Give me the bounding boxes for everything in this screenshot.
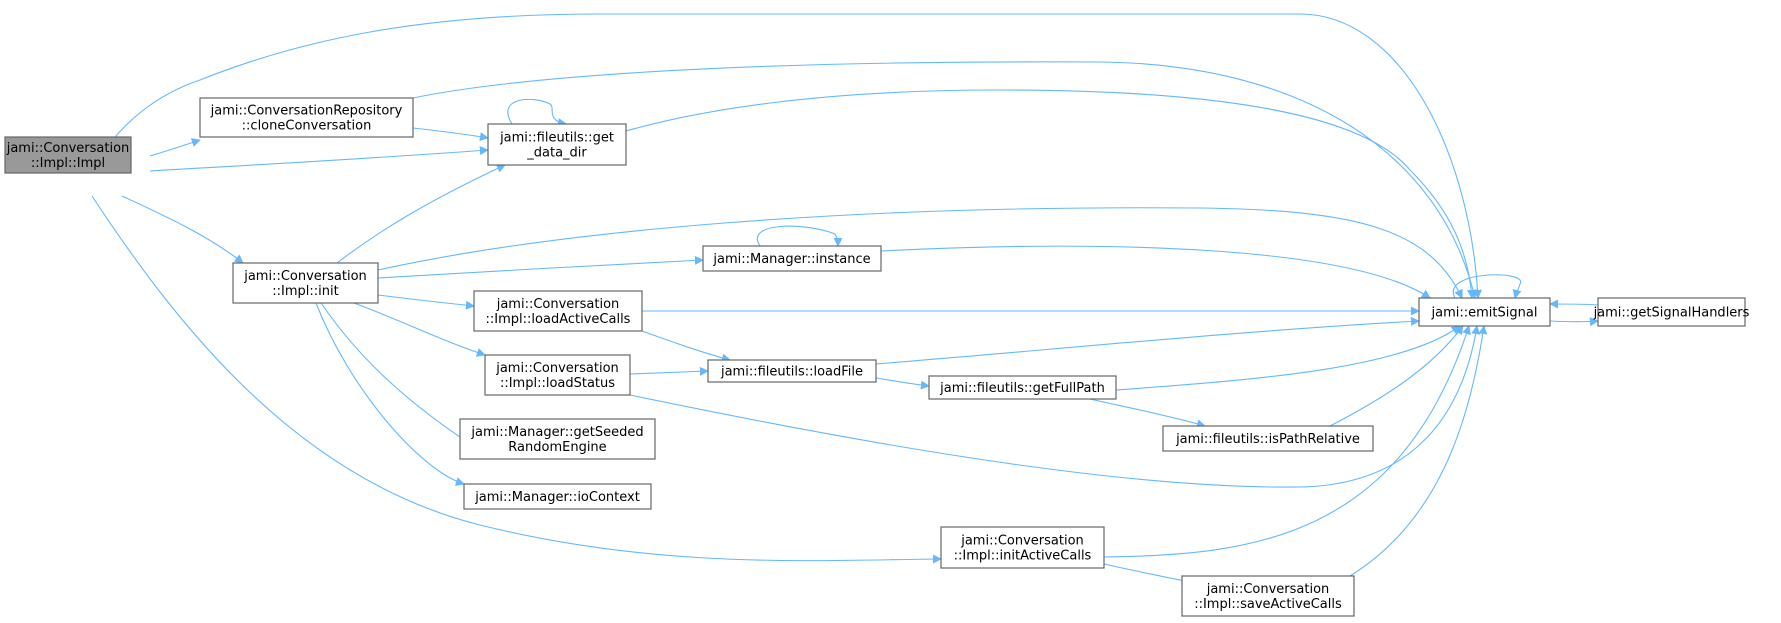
node-box (1418, 297, 1551, 327)
node-label-line: ::Impl::init (272, 284, 338, 299)
node-box (487, 123, 627, 166)
edge-emitSignal-to-getSignalHandlers (1549, 317, 1599, 327)
edge-init-to-loadStatus (353, 302, 486, 357)
edge-get_data_dir-to-emitSignal (625, 89, 1476, 299)
node-label-line: jami::ConversationRepository (210, 104, 403, 119)
node-label-line: jami::Conversation (6, 141, 130, 156)
node-label-line: jami::getSignalHandlers (1593, 306, 1750, 321)
node-box (1162, 425, 1374, 452)
node-label-line: jami::fileutils::loadFile (720, 365, 863, 380)
edge-cloneConversation-to-emitSignal (412, 61, 1478, 299)
edge-getFullPath-to-isPathRelative (1089, 398, 1206, 429)
edge-initActiveCalls-to-emitSignal (1103, 325, 1471, 558)
node-label-line: RandomEngine (508, 440, 606, 455)
edge-impl-to-emitSignal (99, 13, 1483, 299)
node-box (702, 245, 882, 272)
node-label-line: jami::Conversation (496, 297, 620, 312)
edge-initActiveCalls-to-saveActiveCalls (1103, 563, 1191, 585)
edge-get_data_dir-to-get_data_dir (507, 98, 567, 127)
node-box (4, 136, 132, 174)
node-label-line: ::Impl::initActiveCalls (954, 549, 1092, 564)
node-box (459, 418, 656, 460)
node-label-line: ::Impl::loadStatus (500, 376, 615, 391)
node-label-line: jami::Conversation (495, 361, 619, 376)
node-get_data_dir[interactable]: jami::fileutils::get_data_dir (487, 123, 627, 166)
node-loadStatus[interactable]: jami::Conversation::Impl::loadStatus (484, 354, 631, 396)
node-loadFile[interactable]: jami::fileutils::loadFile (707, 359, 877, 383)
node-box (473, 290, 643, 332)
node-box (928, 375, 1117, 400)
edge-loadActiveCalls-to-loadFile (641, 330, 731, 363)
edge-init-to-get_data_dir (336, 164, 506, 264)
node-label-line: jami::Manager::instance (712, 252, 870, 267)
edge-impl-to-get_data_dir (149, 146, 489, 172)
node-label-line: jami::Conversation (1206, 582, 1330, 597)
edge-init-to-instance (377, 255, 704, 279)
node-impl[interactable]: jami::Conversation::Impl::Impl (4, 136, 132, 174)
node-getSignalHandlers[interactable]: jami::getSignalHandlers (1593, 297, 1750, 327)
node-box (463, 483, 652, 510)
edge-init-to-emitSignal (377, 207, 1463, 299)
node-label-line: _data_dir (526, 146, 587, 161)
edge-init-to-ioContext (315, 302, 465, 486)
node-getFullPath[interactable]: jami::fileutils::getFullPath (928, 375, 1117, 400)
node-label-line: jami::Manager::getSeeded (470, 425, 643, 440)
edge-instance-to-instance (756, 225, 843, 247)
edge-getSignalHandlers-to-emitSignal (1549, 299, 1599, 309)
node-emitSignal[interactable]: jami::emitSignal (1418, 297, 1551, 327)
edge-init-to-getSeededRandomEngine (320, 302, 479, 450)
edge-instance-to-emitSignal (880, 245, 1431, 299)
edge-saveActiveCalls-to-emitSignal (1349, 325, 1488, 577)
edge-impl-to-initActiveCalls (91, 195, 942, 564)
node-cloneConversation[interactable]: jami::ConversationRepository::cloneConve… (199, 97, 414, 138)
node-box (1597, 297, 1746, 327)
node-saveActiveCalls[interactable]: jami::Conversation::Impl::saveActiveCall… (1181, 575, 1355, 617)
node-label-line: jami::Manager::ioContext (474, 490, 640, 505)
node-label-line: ::Impl::loadActiveCalls (486, 312, 631, 327)
edge-getFullPath-to-emitSignal (1115, 325, 1461, 391)
node-label-line: ::Impl::Impl (31, 156, 105, 171)
node-label-line: jami::emitSignal (1431, 306, 1538, 321)
node-isPathRelative[interactable]: jami::fileutils::isPathRelative (1162, 425, 1374, 452)
node-label-line: jami::Conversation (960, 534, 1084, 549)
edge-layer (91, 13, 1599, 585)
node-label-line: jami::Conversation (243, 269, 367, 284)
node-label-line: ::cloneConversation (242, 119, 372, 134)
edge-isPathRelative-to-emitSignal (1329, 325, 1464, 427)
node-box (707, 359, 877, 383)
edge-impl-to-cloneConversation (149, 138, 201, 157)
edge-impl-to-init (121, 195, 244, 264)
node-box (232, 262, 379, 304)
node-initActiveCalls[interactable]: jami::Conversation::Impl::initActiveCall… (940, 526, 1105, 569)
node-init[interactable]: jami::Conversation::Impl::init (232, 262, 379, 304)
edge-cloneConversation-to-get_data_dir (412, 127, 489, 142)
node-label-line: jami::fileutils::getFullPath (939, 381, 1105, 396)
edge-loadStatus-to-emitSignal (629, 325, 1481, 488)
edge-init-to-loadActiveCalls (377, 294, 475, 310)
edge-emitSignal-to-emitSignal (1452, 274, 1522, 299)
edge-loadStatus-to-loadFile (629, 366, 709, 376)
node-instance[interactable]: jami::Manager::instance (702, 245, 882, 272)
node-label-line: ::Impl::saveActiveCalls (1194, 597, 1342, 612)
node-box (1181, 575, 1355, 617)
node-label-line: jami::fileutils::isPathRelative (1175, 432, 1360, 447)
node-ioContext[interactable]: jami::Manager::ioContext (463, 483, 652, 510)
node-loadActiveCalls[interactable]: jami::Conversation::Impl::loadActiveCall… (473, 290, 643, 332)
edge-loadFile-to-emitSignal (875, 316, 1420, 365)
edge-loadFile-to-getFullPath (875, 377, 930, 390)
node-label-line: jami::fileutils::get (499, 131, 614, 146)
node-box (484, 354, 631, 396)
node-layer: jami::Conversation::Impl::Impljami::Conv… (4, 97, 1750, 617)
node-box (940, 526, 1105, 569)
node-box (199, 97, 414, 138)
